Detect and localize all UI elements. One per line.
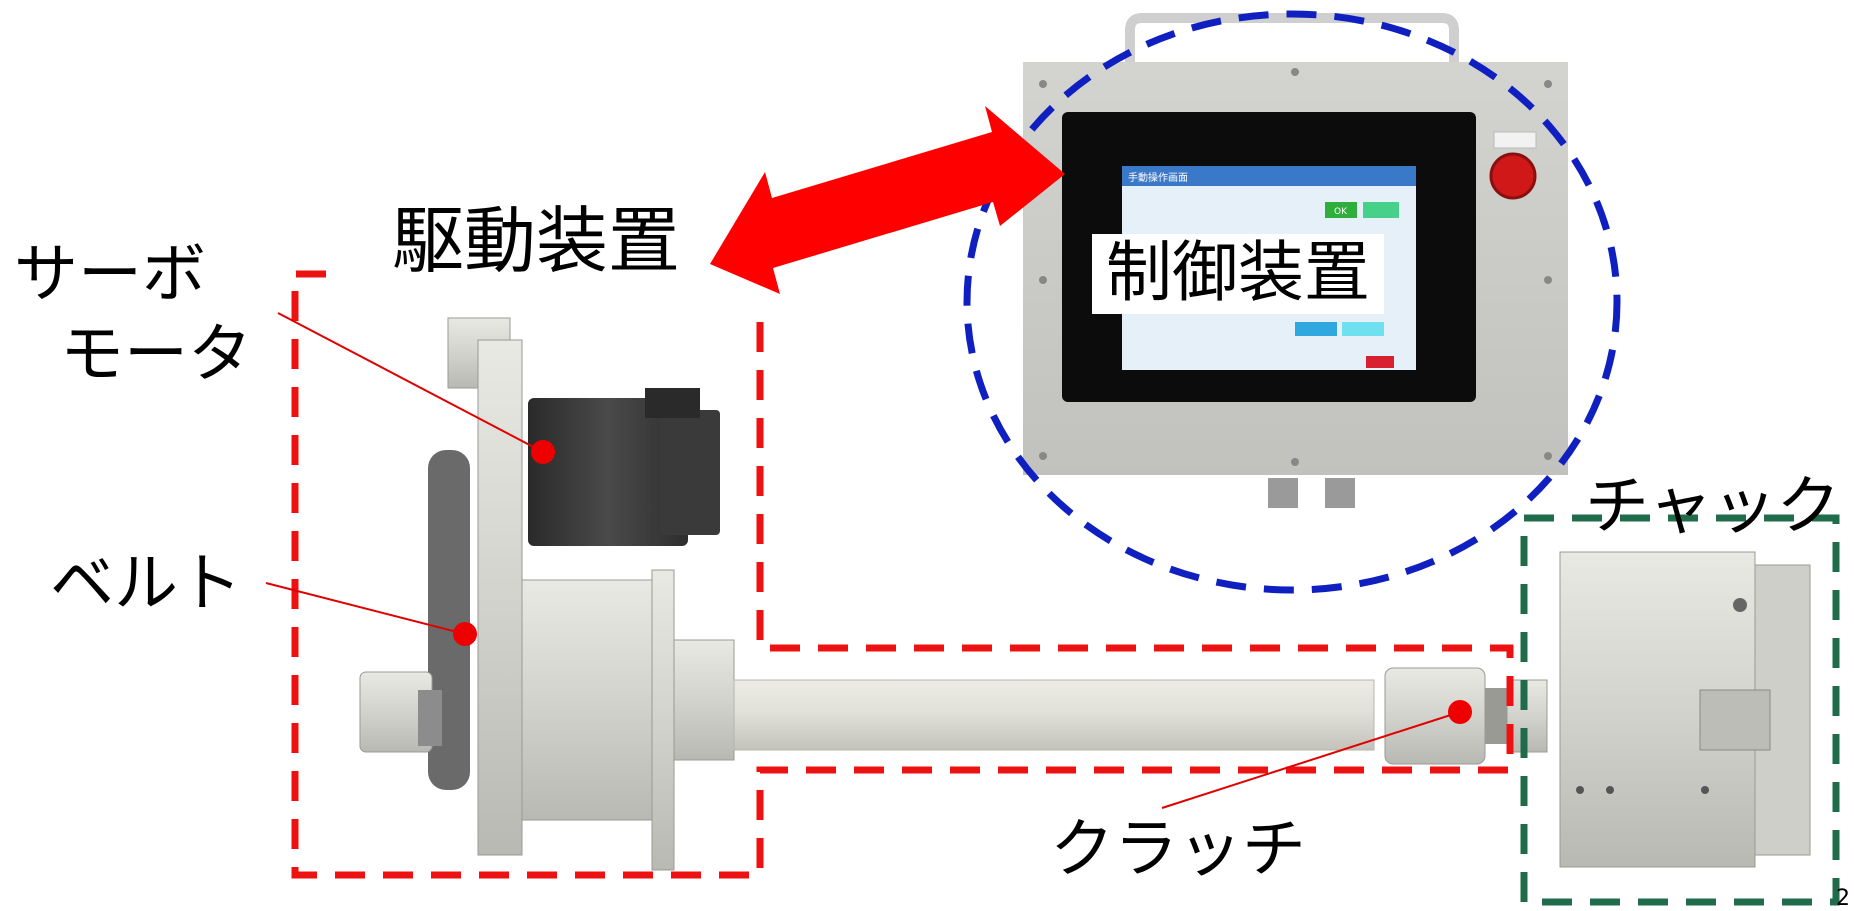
cable-gland-left xyxy=(1268,478,1298,508)
shaft xyxy=(733,679,1375,751)
mounting-plate xyxy=(477,339,523,856)
page-number: 2 xyxy=(1836,886,1850,911)
servo-motor-label-line1: サーボ xyxy=(14,238,206,312)
belt-leader xyxy=(265,582,466,635)
servo-motor-rear xyxy=(660,410,720,535)
drive-unit-boundary xyxy=(291,270,1514,879)
control-unit-boundary xyxy=(963,10,1621,594)
clutch-leader xyxy=(1161,711,1461,809)
hmi-ok-button xyxy=(1325,202,1357,218)
shaft-assembly xyxy=(733,667,1548,765)
clutch-marker xyxy=(1448,700,1472,724)
panel-label-plate xyxy=(1493,131,1537,149)
servo-motor-body xyxy=(528,398,688,546)
double-arrow xyxy=(710,106,1065,294)
hmi-ok-text: OK xyxy=(1334,207,1348,217)
belt-label: ベルト xyxy=(50,547,242,621)
drive-unit-machine xyxy=(359,317,735,871)
hmi-header-text: 手動操作画面 xyxy=(1128,171,1188,184)
control-unit-label: 制御装置 xyxy=(1092,234,1384,314)
panel-handle xyxy=(1125,13,1459,62)
clutch-label: クラッチ xyxy=(1050,813,1306,887)
servo-motor-leader xyxy=(277,312,544,453)
cable-gland-right xyxy=(1325,478,1355,508)
chuck-label: チャック xyxy=(1585,470,1841,544)
servo-motor-marker xyxy=(531,440,555,464)
chuck-boundary xyxy=(1520,514,1840,906)
servo-motor-label-line2: モータ xyxy=(60,318,252,392)
housing xyxy=(521,579,653,821)
emergency-stop-icon xyxy=(1489,152,1537,200)
belt-marker xyxy=(453,622,477,646)
hmi-header-bar xyxy=(1122,166,1416,186)
drive-unit-label: 駆動装置 xyxy=(392,199,681,283)
flange xyxy=(651,569,675,871)
chuck-machine xyxy=(1559,551,1811,868)
